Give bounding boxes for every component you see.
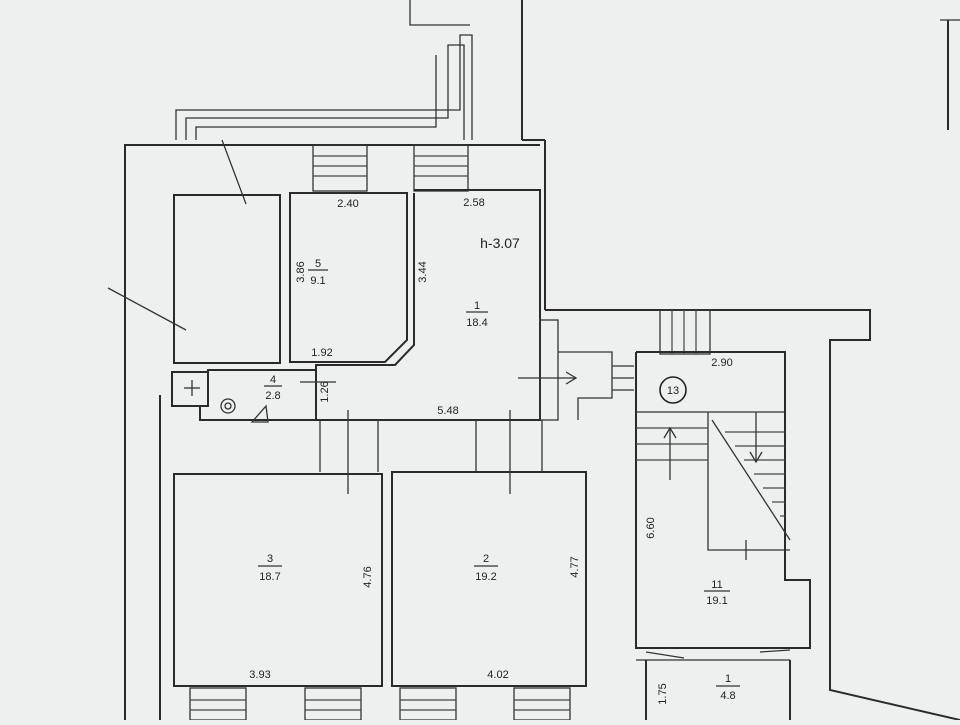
dim-stair-side: 6.60: [645, 517, 657, 538]
room-4-area: 2.8: [265, 390, 280, 402]
room-2-area: 19.2: [475, 571, 496, 583]
room-3-area: 18.7: [259, 571, 280, 583]
room-1-area: 18.4: [466, 317, 487, 329]
top-duct-outline: [175, 0, 473, 140]
dim-stair-top: 2.90: [711, 357, 732, 369]
dim-room5-width: 2.40: [337, 198, 358, 210]
room-5-number: 5: [315, 258, 321, 270]
room-5: [289, 192, 408, 363]
room-11-area: 19.1: [706, 595, 727, 607]
corridor: [319, 410, 543, 494]
dimension-labels: 2.40 3.86 1.92 2.58 3.44 5.48 1.26 4.76 …: [249, 197, 732, 705]
room-3-number: 3: [267, 553, 273, 565]
dim-room4-side: 1.26: [319, 381, 331, 402]
room-4-number: 4: [270, 374, 276, 386]
room-3: [173, 473, 383, 687]
room-4: [171, 369, 336, 423]
stair-marker: 13: [659, 376, 687, 404]
dim-room2-side: 4.77: [569, 556, 581, 577]
room-labels: 5 9.1 1 18.4 4 2.8 3 18.7 2 19.2 11 19.1…: [258, 258, 740, 702]
dim-bottom-side: 1.75: [657, 683, 669, 704]
room-bottom-number: 1: [725, 673, 731, 685]
dim-room3-bottom: 3.93: [249, 669, 270, 681]
room-2: [391, 471, 587, 687]
exterior-walls: [124, 0, 960, 721]
dim-room2-bottom: 4.02: [487, 669, 508, 681]
stair-marker-label: 13: [667, 385, 679, 397]
stair-treads: [636, 427, 785, 517]
dim-room1-top: 2.58: [463, 197, 484, 209]
dim-room5-bottom: 1.92: [311, 347, 332, 359]
dim-room1-bottom: 5.48: [437, 405, 458, 417]
dim-room3-side: 4.76: [362, 566, 374, 587]
dim-room5-depth: 3.86: [295, 261, 307, 282]
dim-room1-left: 3.44: [417, 261, 429, 282]
room-bottom-area: 4.8: [720, 690, 735, 702]
room-5-area: 9.1: [310, 275, 325, 287]
room-2-number: 2: [483, 553, 489, 565]
room-11-number: 11: [711, 579, 722, 591]
room-1-number: 1: [474, 300, 480, 312]
room-11-stairwell: [635, 351, 811, 720]
storage-room-left: [107, 139, 281, 364]
ceiling-height-label: h-3.07: [480, 235, 520, 251]
